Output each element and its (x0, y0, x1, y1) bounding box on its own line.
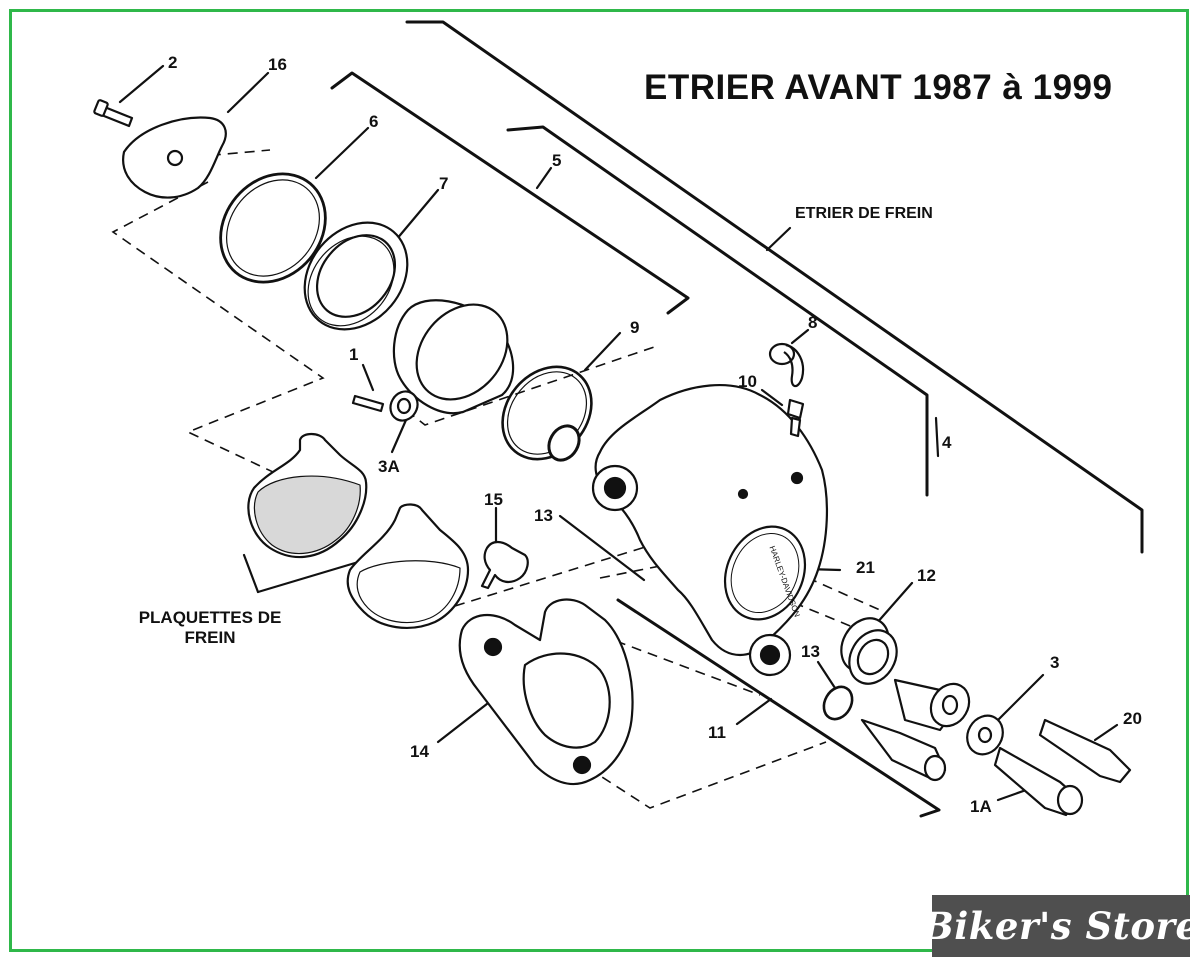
part-label-13a: 13 (534, 506, 553, 525)
brake-pads-label-line2: FREIN (184, 628, 236, 647)
part-label-13b: 13 (801, 642, 820, 661)
part-label-7: 7 (439, 174, 448, 193)
part-label-9: 9 (630, 318, 639, 337)
bracket-caliper (405, 20, 1144, 554)
part-6-ring (219, 172, 327, 284)
brake-pads-label: PLAQUETTES DE FREIN (120, 608, 300, 648)
brake-pads-label-line1: PLAQUETTES DE (138, 608, 282, 627)
part-label-1a: 1A (970, 797, 992, 816)
part-label-11: 11 (708, 723, 726, 742)
part-label-14: 14 (410, 742, 429, 761)
part-label-3a: 3A (378, 457, 400, 476)
bracket-4 (506, 125, 929, 497)
part-number-labels: 2 16 6 7 5 8 9 10 4 1 3A 15 13 21 12 13 … (168, 53, 1142, 816)
part-label-12: 12 (917, 566, 936, 585)
part-label-4: 4 (942, 433, 952, 452)
part-label-20: 20 (1123, 709, 1142, 728)
brand-logo: Biker's Store (922, 895, 1199, 957)
bracket-11 (616, 598, 941, 818)
part-label-16: 16 (268, 55, 287, 74)
part-label-1: 1 (349, 345, 358, 364)
part-15-clip (480, 540, 529, 590)
part-label-15: 15 (484, 490, 503, 509)
part-label-6: 6 (369, 112, 378, 131)
part-label-3: 3 (1050, 653, 1059, 672)
caliper-label: ETRIER DE FREIN (795, 205, 933, 222)
brand-logo-text: Biker's Store (922, 904, 1200, 948)
part-label-21: 21 (856, 558, 875, 577)
part-label-8: 8 (808, 313, 817, 332)
part-label-10: 10 (738, 372, 757, 391)
green-frame (9, 9, 1189, 952)
bracket-5 (330, 71, 690, 315)
brake-pad-2 (346, 503, 470, 629)
part-label-2: 2 (168, 53, 177, 72)
part-label-5: 5 (552, 151, 561, 170)
diagram-title: ETRIER AVANT 1987 à 1999 (644, 68, 1113, 107)
